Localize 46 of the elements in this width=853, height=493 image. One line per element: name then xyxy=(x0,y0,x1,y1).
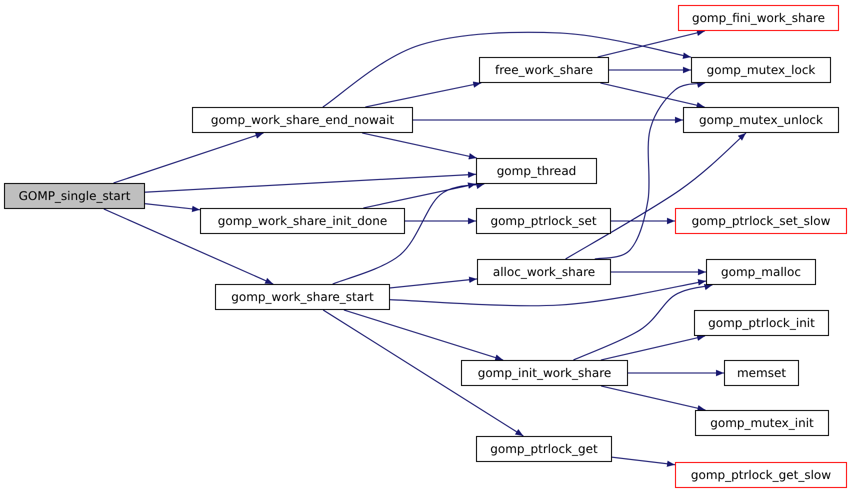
function-box: memset xyxy=(724,360,799,386)
arrow xyxy=(362,132,477,160)
arrow xyxy=(600,82,705,108)
function-box: gomp_thread xyxy=(476,158,597,184)
function-box: gomp_work_share_init_done xyxy=(200,208,405,234)
arrow xyxy=(565,132,746,260)
arrow xyxy=(598,30,705,58)
function-box: gomp_init_work_share xyxy=(461,360,628,386)
function-box: GOMP_single_start xyxy=(4,183,145,209)
function-box: gomp_mutex_init xyxy=(695,410,829,436)
function-box: gomp_ptrlock_get xyxy=(476,436,612,462)
function-box: gomp_malloc xyxy=(706,259,816,285)
arrow xyxy=(573,284,712,360)
function-box: alloc_work_share xyxy=(477,259,611,285)
function-box: gomp_mutex_lock xyxy=(691,57,831,83)
arrow xyxy=(609,66,691,74)
function-box: gomp_work_share_start xyxy=(215,284,390,310)
function-box: gomp_ptrlock_init xyxy=(694,310,829,336)
function-box: gomp_ptrlock_set_slow xyxy=(675,208,847,234)
function-box: gomp_ptrlock_get_slow xyxy=(675,462,847,488)
arrow xyxy=(390,279,706,306)
arrow xyxy=(344,309,504,361)
arrow xyxy=(113,132,264,184)
arrow xyxy=(144,203,200,212)
function-box: gomp_mutex_unlock xyxy=(683,107,839,133)
arrow xyxy=(611,218,675,224)
arrow xyxy=(390,276,478,288)
function-box: gomp_ptrlock_set xyxy=(476,208,611,234)
arrow xyxy=(363,182,476,209)
arrow xyxy=(600,334,706,361)
arrow xyxy=(332,182,484,285)
arrow xyxy=(322,310,524,436)
arrow xyxy=(144,172,476,193)
function-box: gomp_work_share_end_nowait xyxy=(192,107,413,133)
arrow xyxy=(611,268,706,276)
arrow xyxy=(600,385,706,412)
arrow xyxy=(594,81,706,260)
arrow xyxy=(628,370,724,376)
arrow xyxy=(365,82,482,108)
arrow xyxy=(405,218,476,224)
arrow xyxy=(104,208,274,284)
function-box: free_work_share xyxy=(479,57,609,83)
arrow xyxy=(612,456,676,467)
function-box: gomp_fini_work_share xyxy=(678,5,839,31)
arrow xyxy=(413,116,683,124)
arrow xyxy=(322,32,692,108)
